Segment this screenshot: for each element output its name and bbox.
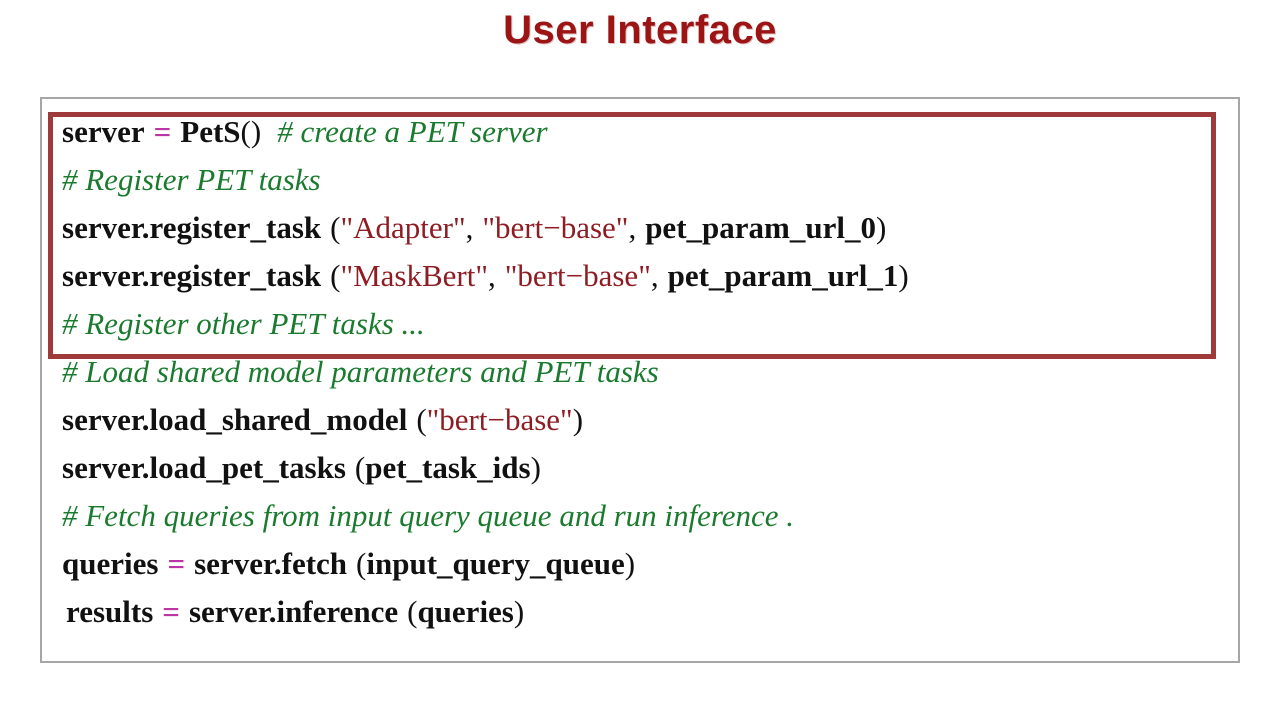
code-token-comment: # create a PET server (277, 114, 548, 149)
code-token-punct-b: . (268, 594, 277, 629)
code-token-punct: ( (416, 402, 427, 437)
code-token-ident: queries (62, 546, 159, 581)
code-token-ident: fetch (281, 546, 348, 581)
code-token-punct-b: . (141, 402, 150, 437)
page-title: User Interface (503, 8, 777, 52)
code-token-punct: , (465, 210, 474, 245)
code-token-punct-b: . (273, 546, 282, 581)
code-token-punct: ) (530, 450, 541, 485)
code-token-ident: server (62, 402, 142, 437)
code-token-ident: pet_task_ids (365, 450, 531, 485)
code-token-punct-b: . (141, 258, 150, 293)
code-token-ident: server (188, 594, 269, 629)
code-token-string: "bert−base" (482, 210, 629, 245)
code-token-string: "bert−base" (426, 402, 573, 437)
line-7-load-shared-model: server.load_shared_model ("bert−base") (48, 396, 1224, 444)
line-1-create-server: server = PetS() # create a PET server (48, 108, 1224, 156)
code-token-punct: , (650, 258, 659, 293)
code-token-punct: ( (356, 546, 367, 581)
code-token-string: "MaskBert" (340, 258, 489, 293)
code-token-ident: pet_param_url_0 (645, 210, 876, 245)
code-token-ident: server (62, 210, 142, 245)
code-token-punct: ) (898, 258, 909, 293)
code-token-string: "Adapter" (340, 210, 466, 245)
line-3-register-task-adapter: server.register_task ("Adapter", "bert−b… (48, 204, 1224, 252)
line-2-comment-register-pet-tasks: # Register PET tasks (48, 156, 1224, 204)
line-10-fetch: queries = server.fetch (input_query_queu… (48, 540, 1224, 588)
code-token-punct: ) (572, 402, 584, 437)
code-token-punct: () (240, 114, 262, 149)
code-token-comment: # Fetch queries from input query queue a… (62, 498, 795, 533)
code-token-op: = (153, 114, 172, 149)
code-token-punct: ( (407, 594, 418, 629)
code-token-punct: ( (330, 210, 341, 245)
code-token-ident: input_query_queue (366, 546, 625, 581)
code-token-ident: pet_param_url_1 (667, 258, 899, 293)
code-token-ident: server (62, 258, 142, 293)
code-token-ident: load_pet_tasks (149, 450, 346, 485)
content-frame (40, 97, 1240, 663)
code-token-ident: inference (276, 594, 399, 629)
code-token-ident: server (62, 114, 145, 149)
code-token-ident: server (194, 546, 274, 581)
code-token-op: = (167, 546, 186, 581)
code-token-punct: ) (875, 210, 887, 245)
code-token-punct-b: . (141, 450, 150, 485)
code-token-ident: results (66, 594, 154, 629)
code-token-comment: # Load shared model parameters and PET t… (62, 354, 659, 389)
code-token-punct: ( (354, 450, 366, 485)
code-token-punct: , (488, 258, 496, 293)
code-token-ident: server (62, 450, 142, 485)
code-token-comment: # Register other PET tasks ... (62, 306, 425, 341)
code-token-ident: register_task (149, 210, 322, 245)
code-token-ident: load_shared_model (149, 402, 408, 437)
line-9-comment-fetch-queries: # Fetch queries from input query queue a… (48, 492, 1224, 540)
code-token-punct: , (628, 210, 637, 245)
code-token-comment: # Register PET tasks (62, 162, 321, 197)
code-token-ident: PetS (180, 114, 241, 149)
code-token-punct: ( (330, 258, 341, 293)
line-5-comment-register-other: # Register other PET tasks ... (48, 300, 1224, 348)
code-token-op: = (162, 594, 180, 629)
code-token-ident: queries (417, 594, 514, 629)
code-token-ident: register_task (149, 258, 322, 293)
line-8-load-pet-tasks: server.load_pet_tasks (pet_task_ids) (48, 444, 1224, 492)
line-4-register-task-maskbert: server.register_task ("MaskBert", "bert−… (48, 252, 1224, 300)
line-11-inference: results = server.inference (queries) (48, 588, 1224, 636)
code-token-punct-b: . (141, 210, 150, 245)
code-token-punct: ) (513, 594, 525, 629)
code-listing: server = PetS() # create a PET server# R… (48, 108, 1224, 636)
code-token-string: "bert−base" (504, 258, 651, 293)
line-6-comment-load-shared: # Load shared model parameters and PET t… (48, 348, 1224, 396)
code-token-punct: ) (624, 546, 636, 581)
